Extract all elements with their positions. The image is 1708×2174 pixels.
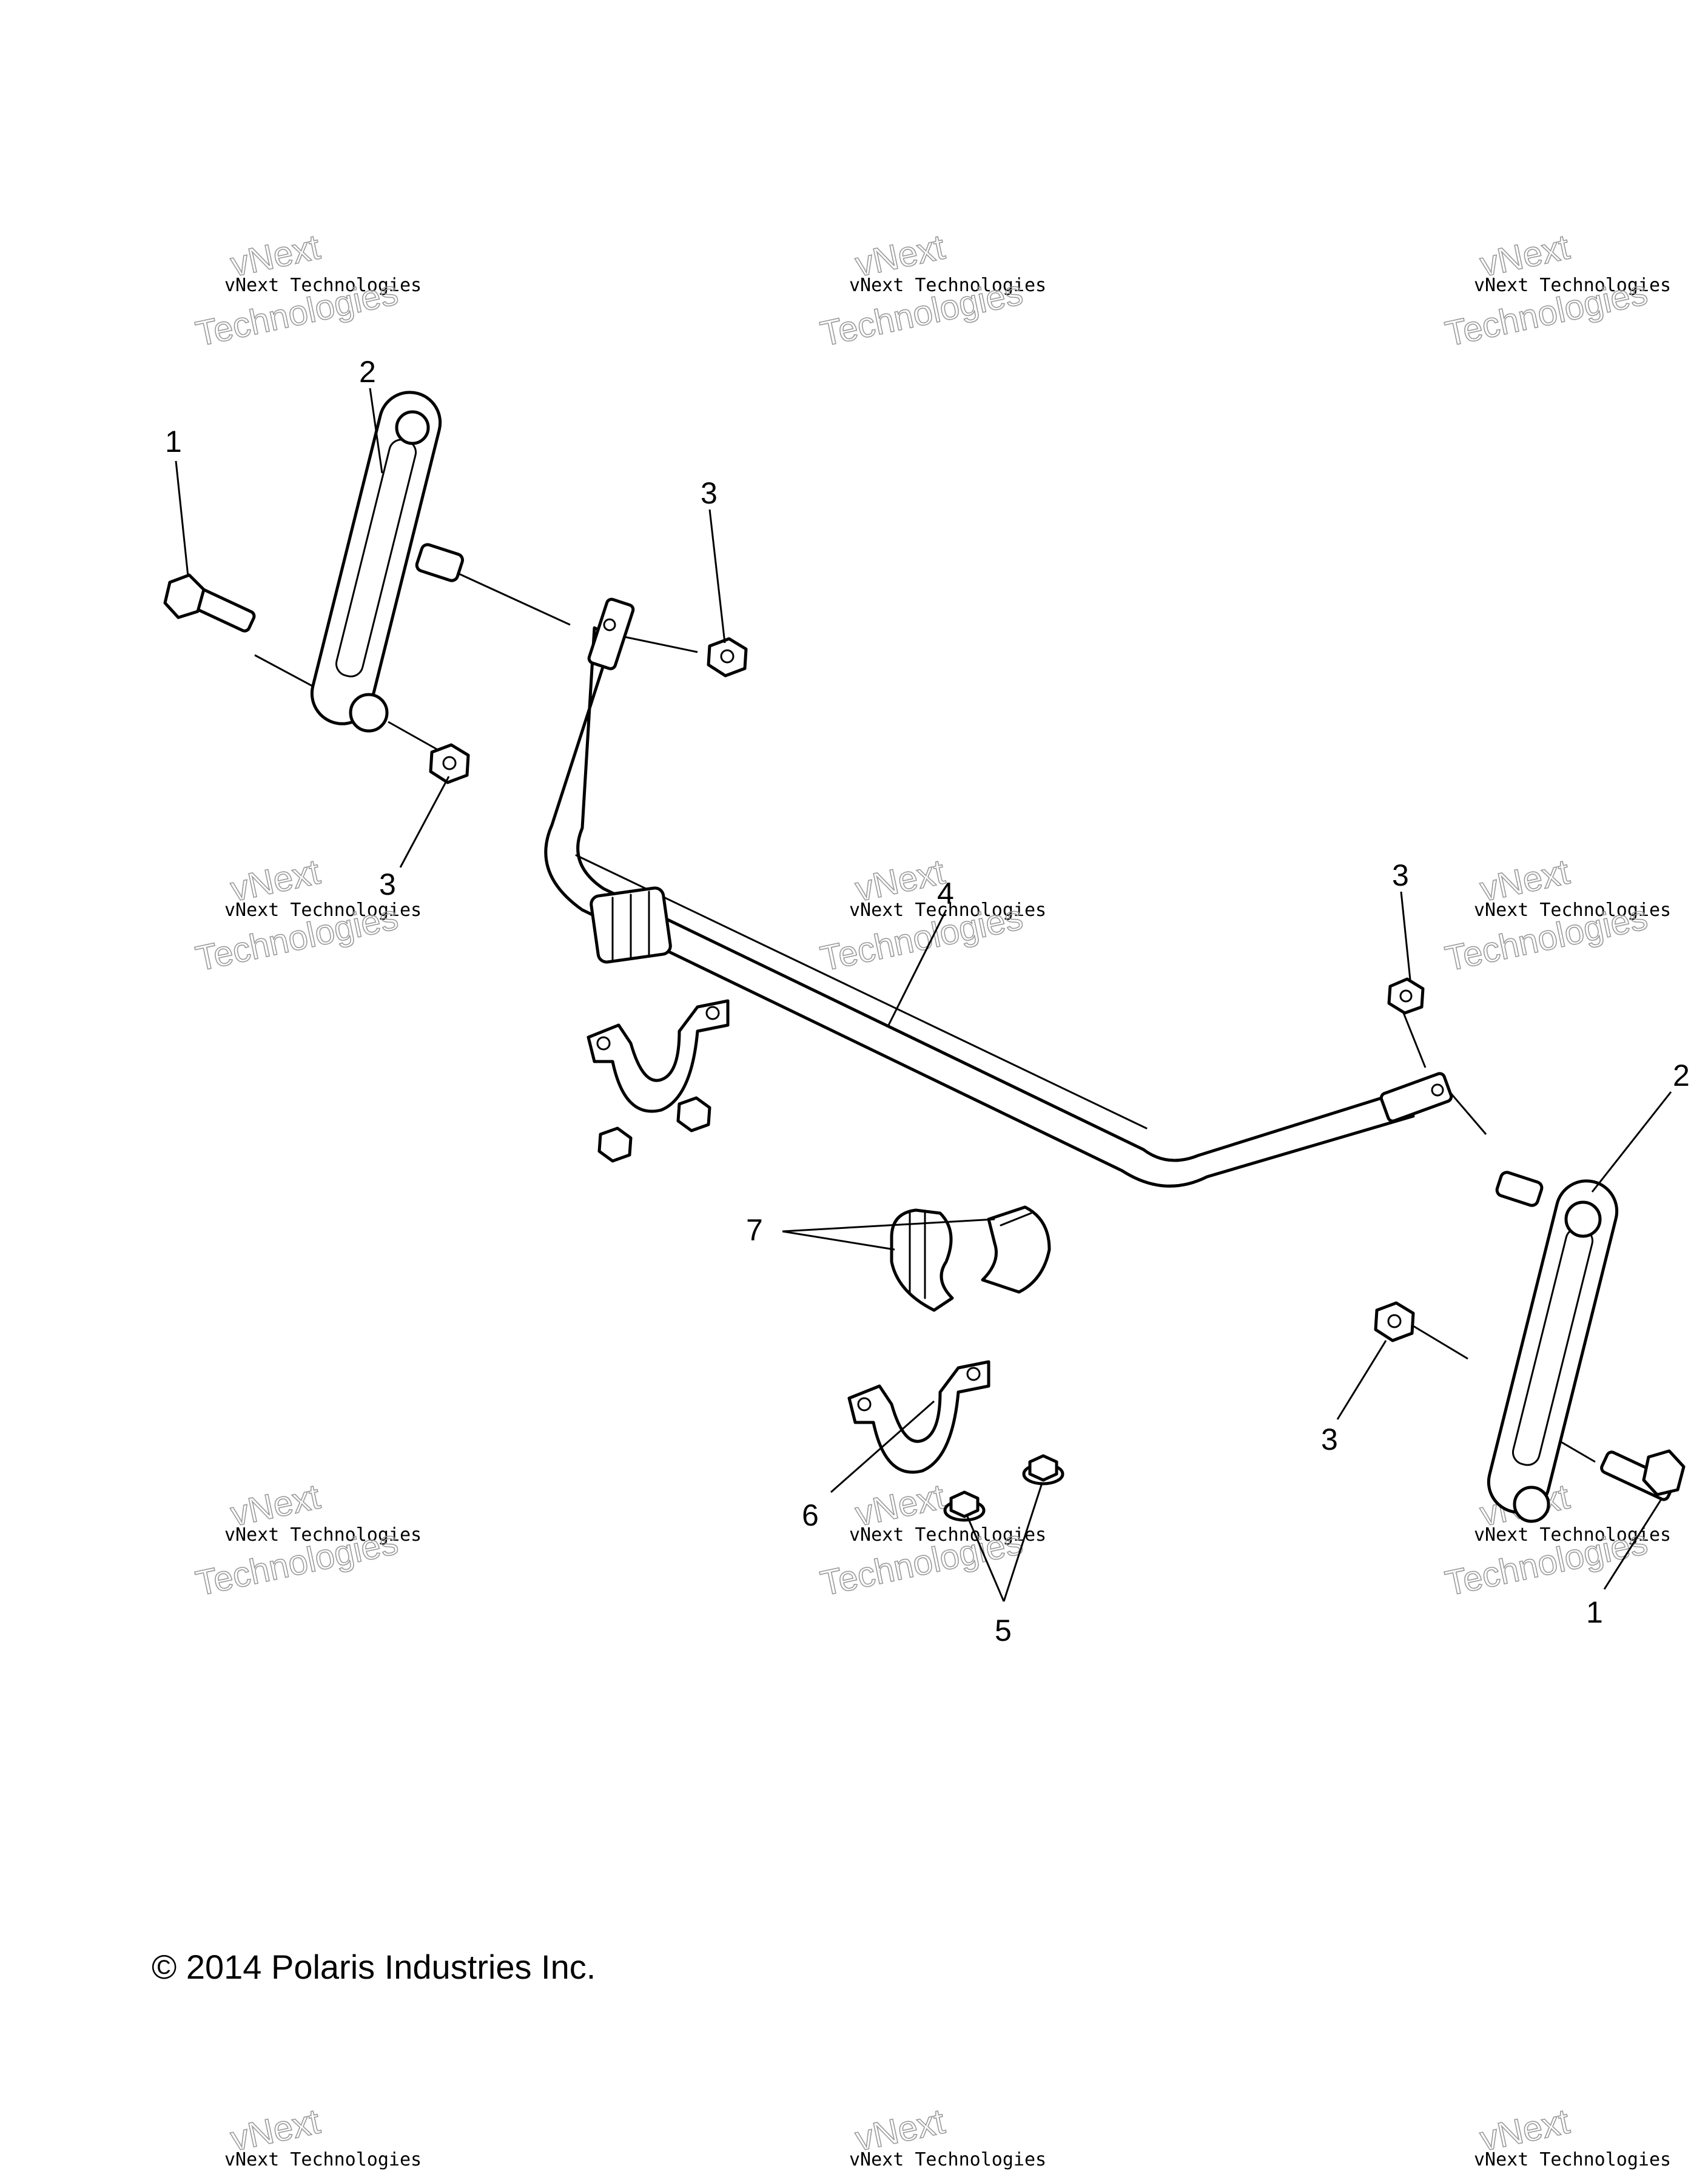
callout-4: 4 — [937, 877, 954, 910]
watermark: vNext vNext Technologies Technologies — [816, 227, 1046, 354]
callout-3-top-mid: 3 — [701, 476, 718, 510]
callout-3-right-low: 3 — [1321, 1422, 1338, 1456]
watermark: vNext vNext Technologies Technologies — [1441, 227, 1671, 354]
callout-numbers: 1 2 3 3 4 3 2 7 3 6 1 5 — [165, 355, 1690, 1647]
watermark: vNext vNext Technologies Technologies — [816, 852, 1046, 979]
watermark-small: vNext Technologies — [849, 900, 1046, 921]
callout-7: 7 — [746, 1213, 763, 1247]
watermark: vNext vNext Technologies Technologies — [192, 227, 422, 354]
watermark-small: vNext Technologies — [224, 2149, 422, 2170]
watermark-small: vNext Technologies — [849, 1524, 1046, 1546]
callout-5: 5 — [995, 1614, 1012, 1647]
nut-left-low — [429, 743, 470, 784]
watermark-small: vNext Technologies — [849, 2149, 1046, 2170]
upper-clamp — [587, 999, 730, 1163]
flange-nut-right — [1022, 1454, 1064, 1486]
right-end-link — [1487, 1171, 1619, 1523]
copyright-notice: © 2014 Polaris Industries Inc. — [152, 1947, 596, 1987]
watermark-small: vNext Technologies — [224, 275, 422, 296]
bushing-mounted — [590, 886, 672, 964]
callout-1-bottom: 1 — [1586, 1595, 1603, 1629]
watermark-small: vNext Technologies — [1474, 900, 1671, 921]
copyright-icon: © — [152, 1948, 177, 1986]
watermark: vNext vNext Technologies Technologies — [1441, 852, 1671, 979]
callout-2-right: 2 — [1673, 1058, 1690, 1092]
watermark: vNext vNext Technologies — [849, 2101, 1046, 2170]
callout-1-top: 1 — [165, 425, 182, 459]
watermark-small: vNext Technologies — [224, 1524, 422, 1546]
watermark: vNext vNext Technologies — [224, 2101, 422, 2170]
stabilizer-bar — [544, 597, 1453, 1188]
watermark: vNext vNext Technologies Technologies — [816, 1476, 1046, 1604]
nut-right-top — [1387, 977, 1425, 1015]
lower-clamp — [847, 1360, 990, 1474]
watermark-small: vNext Technologies — [1474, 275, 1671, 296]
watermark-small: vNext Technologies — [224, 900, 422, 921]
callout-3-right: 3 — [1392, 858, 1409, 892]
callout-3-left-low: 3 — [379, 867, 396, 901]
watermark-small: vNext Technologies — [849, 275, 1046, 296]
callout-2-top: 2 — [359, 355, 376, 389]
watermark-small: vNext Technologies — [1474, 2149, 1671, 2170]
watermark: vNext vNext Technologies Technologies — [1441, 1476, 1671, 1604]
nut-top-mid — [707, 637, 748, 678]
nut-right-low — [1374, 1301, 1415, 1342]
left-end-link — [310, 391, 464, 733]
bolt-right — [1600, 1449, 1686, 1501]
leader-lines — [175, 388, 1672, 1602]
bolt-left — [163, 573, 256, 633]
watermark: vNext vNext Technologies — [1474, 2101, 1671, 2170]
flange-nut-left — [943, 1490, 986, 1522]
bushing-pair — [890, 1205, 1051, 1312]
copyright-text: 2014 Polaris Industries Inc. — [186, 1948, 596, 1986]
watermark: vNext vNext Technologies Technologies — [192, 1476, 422, 1604]
callout-6: 6 — [802, 1498, 819, 1532]
